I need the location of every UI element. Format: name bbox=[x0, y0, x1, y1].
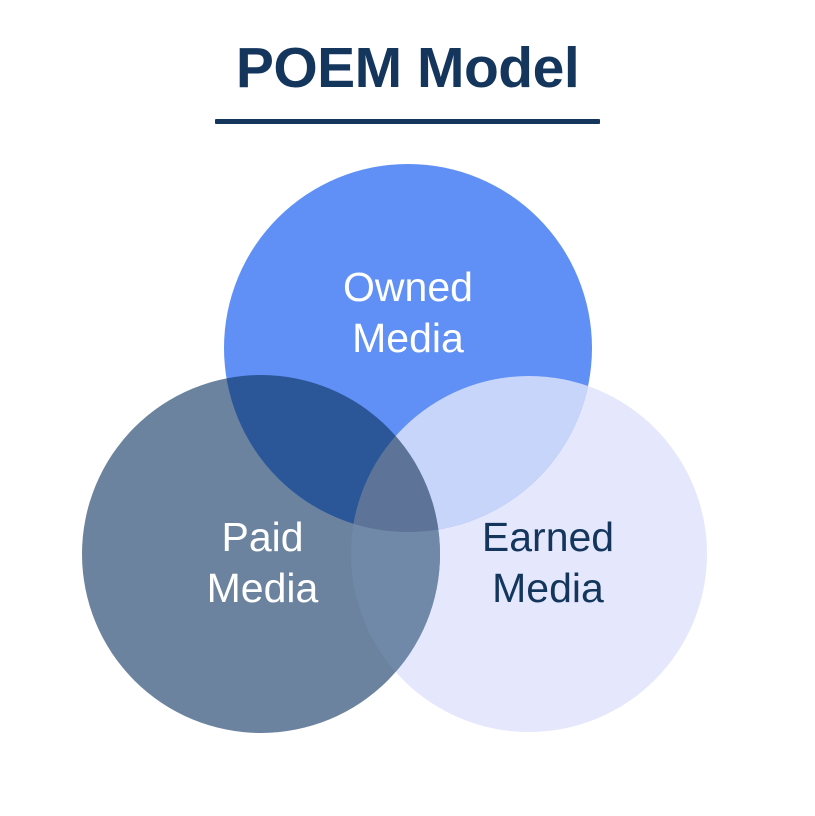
page-title: POEM Model bbox=[235, 36, 580, 100]
page-title-block: POEM Model bbox=[0, 40, 815, 124]
title-underline-rule bbox=[215, 119, 600, 124]
